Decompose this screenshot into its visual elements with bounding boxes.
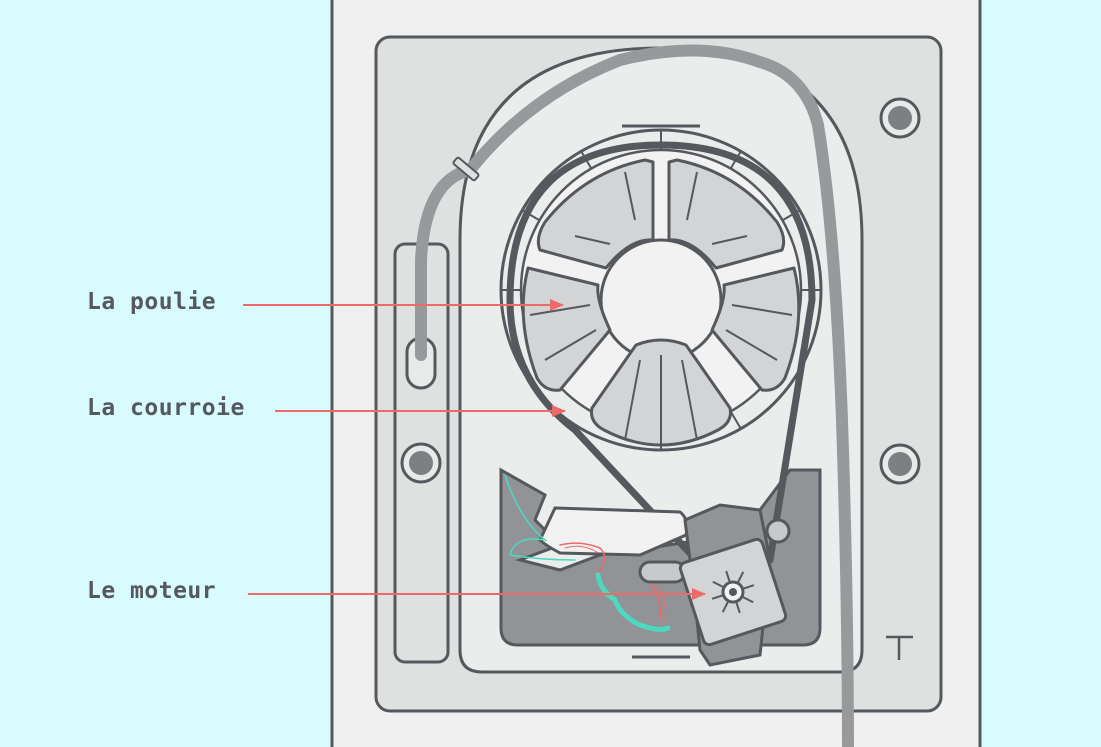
bolt <box>879 97 921 139</box>
label-motor: Le moteur <box>87 578 217 604</box>
wires <box>504 474 671 632</box>
label-belt: La courroie <box>87 395 245 421</box>
bracket-knob <box>765 518 791 544</box>
bolt <box>879 443 921 485</box>
label-pulley: La poulie <box>87 289 217 315</box>
belt <box>506 141 816 584</box>
label-arrows <box>243 299 706 600</box>
drain-hose <box>415 44 854 747</box>
motor-slot <box>638 560 687 584</box>
pulley-segment-lines <box>529 171 793 450</box>
t-marker <box>886 635 913 660</box>
bolt <box>400 442 442 484</box>
motor <box>678 537 788 647</box>
